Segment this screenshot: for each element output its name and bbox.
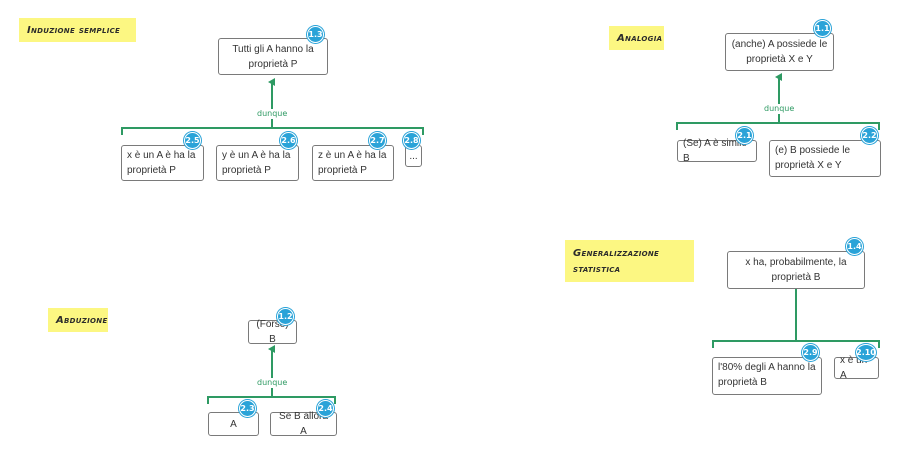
node-2-10[interactable]: x è un A bbox=[834, 355, 879, 381]
node-2-7[interactable]: z è un A è ha la proprietà P bbox=[312, 145, 394, 181]
node-2-1[interactable]: (Se) A è simile B bbox=[677, 138, 757, 164]
connector-dunque-analogia: dunque bbox=[762, 104, 797, 114]
badge-2-10: 2.10 bbox=[856, 344, 876, 361]
node-2-9[interactable]: l'80% degli A hanno la proprietà B bbox=[712, 357, 822, 395]
node-2-5[interactable]: x è un A è ha la proprietà P bbox=[121, 145, 204, 181]
node-1-2[interactable]: (Forse) B bbox=[248, 319, 297, 345]
node-2-3[interactable]: A bbox=[208, 412, 259, 436]
badge-2-5: 2.5 bbox=[184, 132, 201, 149]
node-1-4[interactable]: x ha, probabilmente, la proprietà B bbox=[727, 251, 865, 289]
badge-2-6: 2.6 bbox=[280, 132, 297, 149]
label-induzione-semplice[interactable]: Induzione semplice bbox=[19, 18, 136, 42]
badge-1-3: 1.3 bbox=[307, 26, 324, 43]
label-abduzione[interactable]: Abduzione bbox=[48, 308, 108, 332]
badge-1-4: 1.4 bbox=[846, 238, 863, 255]
label-analogia[interactable]: Analogia bbox=[609, 26, 664, 50]
badge-1-1: 1.1 bbox=[814, 20, 831, 37]
abduzione-bracket bbox=[207, 396, 336, 404]
badge-2-3: 2.3 bbox=[239, 400, 256, 417]
badge-1-2: 1.2 bbox=[277, 308, 294, 325]
node-2-2[interactable]: (e) B possiede le proprietà X e Y bbox=[769, 140, 881, 177]
label-generalizzazione-statistica[interactable]: Generalizzazione statistica bbox=[565, 240, 694, 282]
connector-dunque-abduzione: dunque bbox=[255, 378, 290, 388]
connector-dunque-induzione: dunque bbox=[255, 109, 290, 119]
node-1-3[interactable]: Tutti gli A hanno la proprietà P bbox=[218, 38, 328, 75]
badge-2-7: 2.7 bbox=[369, 132, 386, 149]
node-2-6[interactable]: y è un A è ha la proprietà P bbox=[216, 145, 299, 181]
generalizzazione-bracket bbox=[712, 340, 880, 348]
badge-2-8: 2.8 bbox=[403, 132, 420, 149]
badge-2-2: 2.2 bbox=[861, 127, 878, 144]
badge-2-1: 2.1 bbox=[736, 127, 753, 144]
badge-2-9: 2.9 bbox=[802, 344, 819, 361]
badge-2-4: 2.4 bbox=[317, 400, 334, 417]
node-1-1[interactable]: (anche) A possiede le proprietà X e Y bbox=[725, 33, 834, 71]
analogia-bracket bbox=[676, 122, 880, 130]
